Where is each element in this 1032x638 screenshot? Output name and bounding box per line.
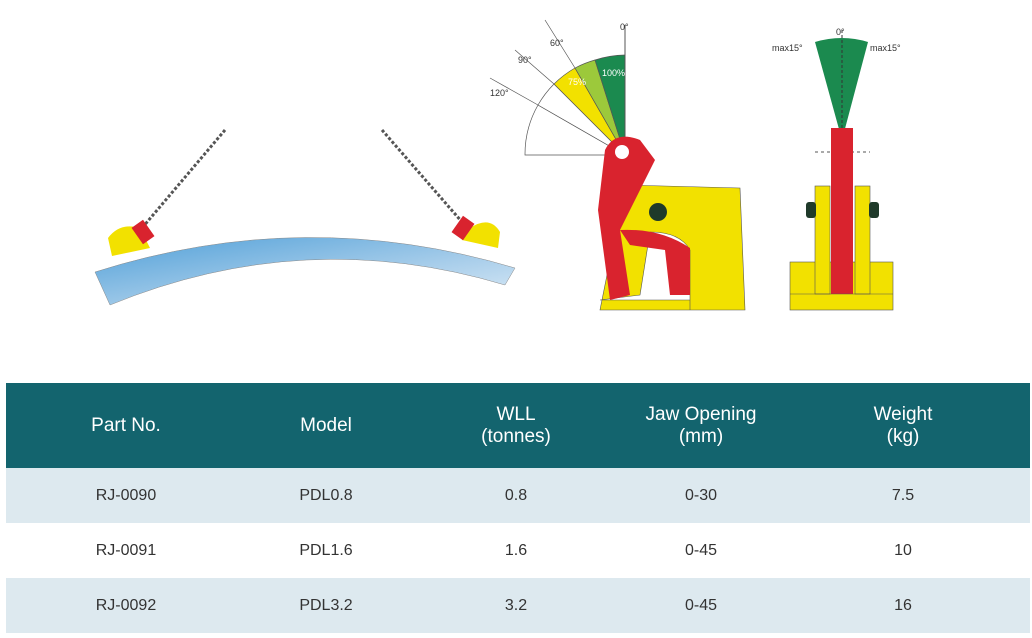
cell-wll: 0.8 xyxy=(406,468,626,523)
table-row: RJ-0091 PDL1.6 1.6 0-45 10 xyxy=(6,523,1030,578)
front-angle-max-left: max15° xyxy=(772,43,803,53)
cell-wll: 3.2 xyxy=(406,578,626,633)
header-model: Model xyxy=(246,383,406,468)
front-angle-0: 0° xyxy=(836,27,845,37)
clamp-side-view xyxy=(598,136,746,311)
header-part-no: Part No. xyxy=(6,383,246,468)
cell-jaw-opening: 0-45 xyxy=(684,541,718,559)
cell-model: PDL3.2 xyxy=(246,578,406,633)
clamp-front-view: 0° max15° max15° xyxy=(772,27,901,311)
specification-table: Part No. Model WLL(tonnes) Jaw Opening(m… xyxy=(6,383,1030,633)
cell-weight: 7.5 xyxy=(776,468,1030,523)
cell-part-no: RJ-0091 xyxy=(95,541,157,559)
cell-part-no: RJ-0092 xyxy=(6,578,246,633)
angle-label-120: 120° xyxy=(490,88,509,98)
cell-jaw-opening: 0-30 xyxy=(626,468,776,523)
angle-label-0: 0° xyxy=(620,22,629,32)
capacity-label-50: 50% xyxy=(546,92,564,102)
curved-plate-lift-illustration xyxy=(94,129,516,306)
product-illustrations: 0° 60° 90° 120° 100% 75% 50% 0° max15° m… xyxy=(94,19,901,311)
angle-capacity-diagram: 0° 60° 90° 120° 100% 75% 50% xyxy=(489,19,629,156)
table-header-row: Part No. Model WLL(tonnes) Jaw Opening(m… xyxy=(6,383,1030,468)
front-angle-max-right: max15° xyxy=(870,43,901,53)
cell-model: PDL1.6 xyxy=(299,541,353,559)
angle-label-60: 60° xyxy=(550,38,564,48)
cell-weight: 10 xyxy=(894,541,912,559)
cell-jaw-opening: 0-45 xyxy=(626,578,776,633)
cell-weight: 16 xyxy=(776,578,1030,633)
table-row: RJ-0092 PDL3.2 3.2 0-45 16 xyxy=(6,578,1030,633)
capacity-label-75: 75% xyxy=(568,77,586,87)
angle-label-90: 90° xyxy=(518,55,532,65)
cell-model: PDL0.8 xyxy=(246,468,406,523)
header-wll: WLL(tonnes) xyxy=(406,383,626,468)
cell-wll: 1.6 xyxy=(504,541,528,559)
table-row: RJ-0090 PDL0.8 0.8 0-30 7.5 xyxy=(6,468,1030,523)
header-weight: Weight(kg) xyxy=(776,383,1030,468)
cell-part-no: RJ-0090 xyxy=(6,468,246,523)
header-jaw-opening: Jaw Opening(mm) xyxy=(626,383,776,468)
capacity-label-100: 100% xyxy=(602,68,625,78)
